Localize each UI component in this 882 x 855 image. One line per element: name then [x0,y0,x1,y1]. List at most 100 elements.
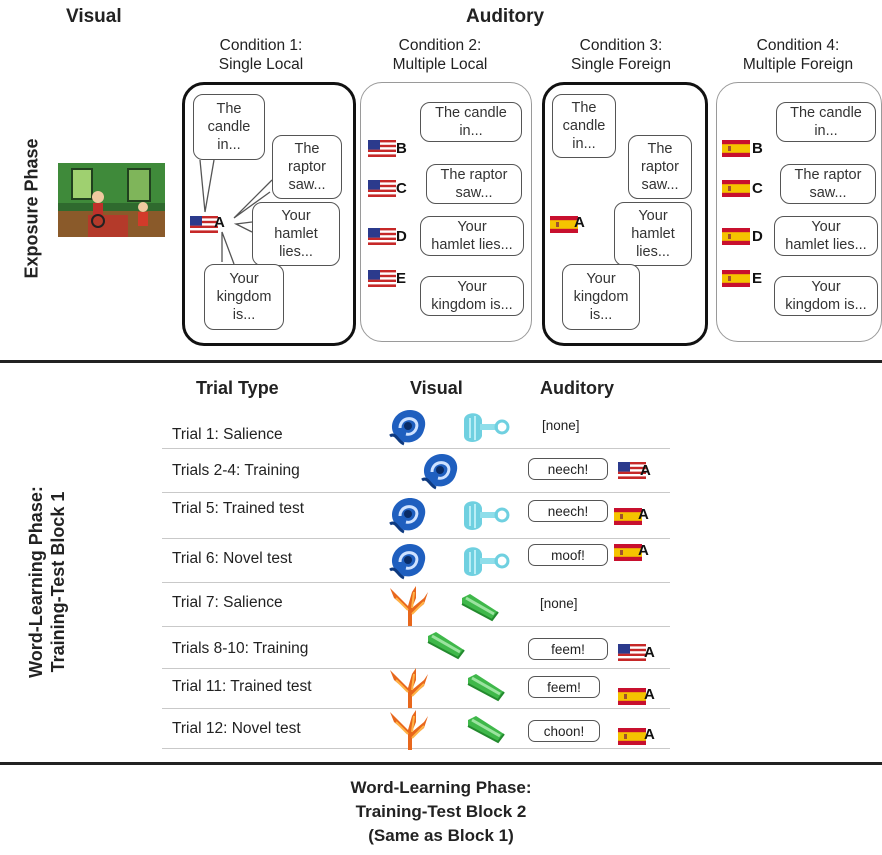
trial-8-10-label: Trials 8-10: Training [172,640,309,657]
cyan-object-icon [460,544,510,580]
row-divider [162,626,670,627]
speaker-letter: A [644,686,655,703]
condition-4-header: Condition 4: Multiple Foreign [728,36,868,74]
spain-flag-icon [722,180,750,197]
speaker-letter: A [638,542,649,559]
us-flag-icon [618,644,646,661]
blue-object-icon [386,494,430,534]
condition-1-header: Condition 1: Single Local [196,36,326,74]
condition-4-name: Multiple Foreign [742,56,854,73]
trial-2-4-auditory: neech! [528,458,608,480]
green-object-icon [462,672,508,702]
trial-11-auditory: feem! [528,676,600,698]
cyan-object-icon [460,498,510,534]
trial-1-auditory: [none] [542,418,580,433]
spain-flag-icon [722,140,750,157]
speaker-letter: A [644,644,655,661]
condition-4-number: Condition 4: [756,37,840,54]
visual-header: Visual [66,6,122,27]
speaker-letter: D [396,228,407,245]
cartoon-scene-image [58,163,165,237]
trial-1-label: Trial 1: Salience [172,426,283,443]
green-object-icon [422,630,468,660]
auditory-column-header: Auditory [540,378,614,398]
condition-2-number: Condition 2: [398,37,482,54]
row-divider [162,708,670,709]
us-flag-icon [368,180,396,197]
trial-12-label: Trial 12: Novel test [172,720,301,737]
us-flag-icon [368,270,396,287]
us-flag-icon [368,228,396,245]
speaker-letter: B [752,140,763,157]
auditory-header: Auditory [466,6,545,27]
speaker-letter: A [574,214,585,231]
visual-column-header: Visual [410,378,463,398]
speaker-letter: E [396,270,407,287]
condition-2-name: Multiple Local [392,56,488,73]
trial-5-label: Trial 5: Trained test [172,500,305,517]
blue-object-icon [386,406,430,446]
trial-8-10-auditory: feem! [528,638,608,660]
condition-1-number: Condition 1: [219,37,303,54]
speaker-letter: C [396,180,407,197]
word-learning-block-1-label: Word-Learning Phase: Training-Test Block… [26,486,68,678]
condition-3-header: Condition 3: Single Foreign [556,36,686,74]
footer-line-1: Word-Learning Phase: [350,778,532,797]
row-divider [162,538,670,539]
speaker-letter: A [638,506,649,523]
spain-flag-icon [618,728,646,745]
trial-7-label: Trial 7: Salience [172,594,283,611]
row-divider [162,492,670,493]
trial-5-auditory: neech! [528,500,608,522]
trial-7-auditory: [none] [540,596,578,611]
speaker-letter: C [752,180,763,197]
footer-line-3: (Same as Block 1) [368,826,514,845]
speaker-letter: B [396,140,407,157]
orange-object-icon [386,584,430,628]
condition-3-number: Condition 3: [579,37,663,54]
cyan-object-icon [460,410,510,446]
trial-6-label: Trial 6: Novel test [172,550,293,567]
blue-object-icon [386,540,430,580]
green-object-icon [462,714,508,744]
trial-12-auditory: choon! [528,720,600,742]
row-divider [162,448,670,449]
speaker-letter: A [214,214,225,231]
green-object-icon [456,592,502,622]
word-learning-block-2-label: Word-Learning Phase: Training-Test Block… [0,776,882,848]
speaker-letter: A [644,726,655,743]
trial-type-header: Trial Type [196,378,279,398]
speaker-letter: A [640,462,651,479]
speaker-letter: E [752,270,763,287]
spain-flag-icon [722,228,750,245]
speaker-letter: D [752,228,763,245]
spain-flag-icon [722,270,750,287]
row-divider [162,748,670,749]
trial-2-4-label: Trials 2-4: Training [172,462,300,479]
us-flag-icon [368,140,396,157]
section-divider [0,762,882,765]
blue-object-icon [418,450,462,490]
condition-2-header: Condition 2: Multiple Local [375,36,505,74]
trial-6-auditory: moof! [528,544,608,566]
section-divider [0,360,882,363]
trial-11-label: Trial 11: Trained test [172,678,312,695]
orange-object-icon [386,708,430,752]
spain-flag-icon [618,688,646,705]
footer-line-2: Training-Test Block 2 [355,802,527,821]
